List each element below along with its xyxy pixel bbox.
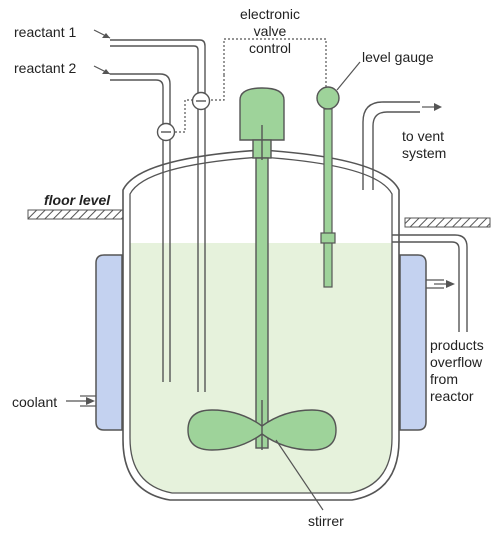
valve-reactant-2 <box>156 122 176 142</box>
arrow-coolant-out <box>426 279 455 289</box>
label-overflow-2: overflow <box>430 354 483 370</box>
label-stirrer: stirrer <box>308 513 344 529</box>
overflow-pipe-inner <box>392 241 460 332</box>
label-overflow-4: reactor <box>430 388 474 404</box>
label-reactant-2: reactant 2 <box>14 60 76 76</box>
arrow-coolant-in <box>66 395 96 407</box>
label-reactant-1: reactant 1 <box>14 24 76 40</box>
label-level-gauge: level gauge <box>362 49 434 65</box>
stirrer-motor <box>239 87 285 141</box>
label-vent-1: to vent <box>402 128 444 144</box>
leader-stirrer <box>275 439 324 511</box>
label-vent-2: system <box>402 145 446 161</box>
label-valve-control-2: valve <box>254 23 287 39</box>
control-line-main <box>223 38 327 88</box>
label-overflow-1: products <box>430 337 484 353</box>
vent-pipe-inner <box>372 111 420 190</box>
label-coolant: coolant <box>12 394 57 410</box>
floor-left <box>27 209 124 220</box>
label-valve-control-1: electronic <box>240 6 300 22</box>
reactant-1-pipe-outer <box>110 39 206 392</box>
reactant-2-pipe-outer <box>110 73 171 382</box>
arrow-reactant-1 <box>93 29 111 39</box>
vessel-outer <box>122 149 400 501</box>
label-overflow-3: from <box>430 371 458 387</box>
leader-level-gauge <box>336 61 361 91</box>
arrow-reactant-2 <box>93 65 111 75</box>
arrow-vent <box>422 103 442 111</box>
valve-reactant-1 <box>191 91 211 111</box>
control-line-valve-1 <box>210 75 225 101</box>
stirrer <box>187 87 337 451</box>
control-line-valve-2 <box>175 99 193 133</box>
vessel-inner <box>129 156 393 494</box>
label-floor-level: floor level <box>44 192 111 208</box>
jacket-right <box>399 254 427 431</box>
floor-right <box>404 217 491 228</box>
level-gauge <box>316 86 340 288</box>
jacket-left <box>95 254 123 431</box>
reactant-1-pipe-inner <box>110 45 199 392</box>
reactant-2-pipe-inner <box>110 79 164 382</box>
vent-pipe-outer <box>362 101 420 190</box>
label-valve-control-3: control <box>249 40 291 56</box>
overflow-pipe-outer <box>392 234 468 332</box>
